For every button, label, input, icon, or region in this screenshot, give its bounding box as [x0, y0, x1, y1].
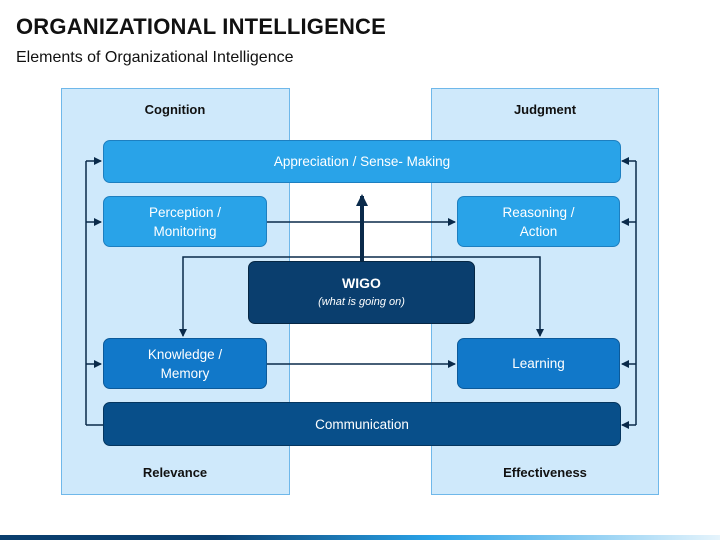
communication-box: Communication — [103, 402, 621, 446]
footer-accent-bar — [0, 535, 720, 540]
page-subtitle: Elements of Organizational Intelligence — [16, 49, 294, 66]
learning-label: Learning — [512, 356, 565, 371]
knowledge-box: Knowledge / Memory — [103, 338, 267, 389]
knowledge-label-line1: Knowledge / — [147, 346, 223, 362]
perception-label-line2: Monitoring — [153, 223, 217, 239]
communication-label: Communication — [315, 416, 409, 432]
wigo-subtitle: (what is going on) — [318, 295, 405, 308]
reasoning-label-line2: Action — [519, 223, 558, 239]
page-title: ORGANIZATIONAL INTELLIGENCE — [16, 14, 387, 39]
perception-label-line1: Perception / — [148, 204, 222, 220]
reasoning-box: Reasoning / Action — [457, 196, 620, 247]
wigo-title: WIGO — [342, 274, 381, 291]
reasoning-label-line1: Reasoning / — [502, 204, 575, 220]
judgment-label: Judgment — [513, 102, 577, 117]
perception-box: Perception / Monitoring — [103, 196, 267, 247]
wigo-to-learning-arrow — [362, 256, 544, 337]
knowledge-label-line2: Memory — [160, 365, 210, 381]
effectiveness-label: Effectiveness — [503, 465, 587, 480]
wigo-to-knowledge-arrow — [179, 256, 362, 337]
learning-box: Learning — [457, 338, 620, 389]
cognition-label: Cognition — [144, 102, 206, 117]
appreciation-box: Appreciation / Sense- Making — [103, 140, 621, 183]
wigo-box: WIGO (what is going on) — [248, 261, 475, 324]
relevance-label: Relevance — [142, 465, 208, 480]
appreciation-label: Appreciation / Sense- Making — [273, 154, 451, 169]
